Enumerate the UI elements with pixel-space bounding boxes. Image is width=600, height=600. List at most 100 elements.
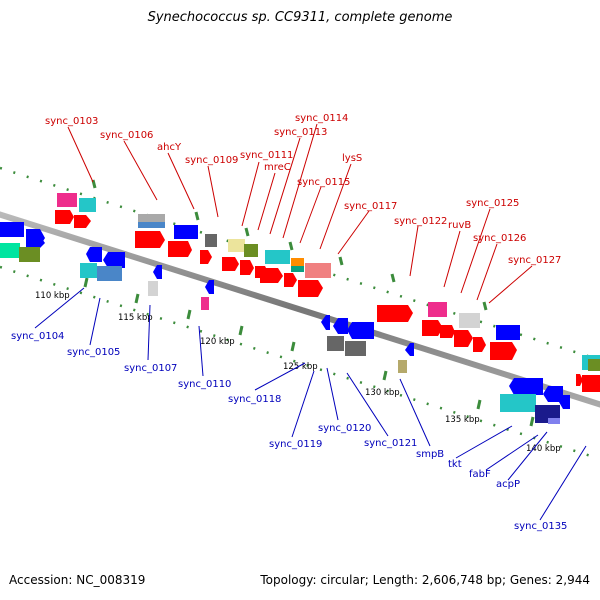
- label-ahcy: ahcY: [157, 142, 182, 153]
- forward-leaders: [67, 123, 533, 304]
- gene-box: [174, 225, 198, 239]
- gene-box: [345, 341, 366, 356]
- gene-box: [138, 222, 165, 228]
- reverse-leaders: [34, 287, 587, 521]
- scale-label-115: 115 kbp: [118, 313, 153, 323]
- gene-box: [57, 193, 77, 207]
- gene-arrow: [168, 241, 192, 257]
- gene-arrow: [86, 247, 102, 262]
- gene-arrow: [74, 215, 91, 228]
- label-sync-0103: sync_0103: [45, 116, 98, 127]
- gene-box: [97, 266, 122, 281]
- gene-arrow: [200, 250, 212, 264]
- forward-genes: [55, 193, 600, 392]
- gene-arrow: [26, 229, 45, 246]
- gene-arrow: [298, 280, 323, 297]
- gene-box: [548, 418, 560, 424]
- label-sync-0127: sync_0127: [508, 255, 561, 266]
- gene-arrow: [240, 260, 254, 275]
- label-sync-0120: sync_0120: [318, 423, 371, 434]
- scale-label-135: 135 kbp: [445, 415, 480, 425]
- label-sync-0106: sync_0106: [100, 130, 153, 141]
- gene-box: [588, 359, 600, 371]
- scale-ticks: [83, 179, 535, 427]
- label-tkt: tkt: [448, 459, 462, 470]
- gene-box: [327, 336, 344, 351]
- gene-box: [80, 263, 97, 278]
- gene-arrow: [284, 273, 297, 287]
- label-sync-0125: sync_0125: [466, 198, 519, 209]
- genome-backbone: [0, 211, 600, 408]
- gene-box: [428, 302, 447, 317]
- gene-arrow: [260, 268, 283, 283]
- scale-label-125: 125 kbp: [283, 362, 318, 372]
- label-sync-0114: sync_0114: [295, 113, 348, 124]
- label-acpp: acpP: [496, 479, 520, 490]
- gene-arrow: [582, 375, 600, 392]
- label-sync-0107: sync_0107: [124, 363, 177, 374]
- gene-box: [19, 247, 40, 262]
- gene-box: [201, 297, 209, 310]
- label-mrec: mreC: [264, 162, 291, 173]
- gene-box: [398, 360, 407, 373]
- label-lyss: lysS: [342, 153, 362, 164]
- label-sync-0115: sync_0115: [297, 177, 350, 188]
- gene-arrow: [153, 265, 162, 279]
- gene-box: [305, 263, 331, 278]
- gene-arrow: [333, 318, 348, 334]
- gene-arrow: [55, 210, 74, 224]
- gene-box: [79, 198, 96, 212]
- gene-arrow: [422, 320, 443, 336]
- label-sync-0104: sync_0104: [11, 331, 64, 342]
- label-sync-0122: sync_0122: [394, 216, 447, 227]
- gene-box: [500, 394, 536, 412]
- gene-arrow: [377, 305, 413, 322]
- label-sync-0111: sync_0111: [240, 150, 293, 161]
- gene-arrow: [347, 322, 374, 339]
- label-sync-0110: sync_0110: [178, 379, 231, 390]
- label-sync-0135: sync_0135: [514, 521, 567, 532]
- label-sync-0119: sync_0119: [269, 439, 322, 450]
- label-sync-0126: sync_0126: [473, 233, 526, 244]
- scale-label-140: 140 kbp: [526, 444, 561, 454]
- gene-arrow: [222, 257, 239, 271]
- gene-arrow: [454, 330, 473, 347]
- gene-box: [148, 281, 158, 296]
- label-ruvb: ruvB: [448, 220, 471, 231]
- gene-arrow: [321, 315, 330, 330]
- label-fabf: fabF: [469, 469, 491, 480]
- label-sync-0105: sync_0105: [67, 347, 120, 358]
- label-sync-0117: sync_0117: [344, 201, 397, 212]
- gene-arrow: [205, 280, 214, 294]
- gene-arrow: [543, 386, 563, 402]
- gene-arrow: [509, 378, 543, 395]
- gene-arrow: [405, 343, 414, 356]
- gene-arrow: [576, 374, 583, 386]
- topology-text: Topology: circular; Length: 2,606,748 bp…: [260, 573, 590, 587]
- gene-box: [228, 239, 245, 252]
- gene-arrow: [473, 337, 486, 352]
- gene-arrow: [103, 252, 125, 268]
- map-title: Synechococcus sp. CC9311, complete genom…: [147, 10, 453, 25]
- reverse-genes: [0, 222, 570, 424]
- gene-box: [291, 258, 304, 266]
- gene-box: [459, 313, 480, 328]
- label-sync-0113: sync_0113: [274, 127, 327, 138]
- label-sync-0118: sync_0118: [228, 394, 281, 405]
- label-smpb: smpB: [416, 449, 444, 460]
- gene-arrow: [440, 325, 455, 338]
- scale-label-120: 120 kbp: [200, 337, 235, 347]
- gene-box: [496, 325, 520, 340]
- scale-label-130: 130 kbp: [365, 388, 400, 398]
- gene-arrow: [559, 395, 570, 409]
- gene-box: [244, 244, 258, 257]
- gene-arrow: [135, 231, 165, 248]
- label-sync-0121: sync_0121: [364, 438, 417, 449]
- accession-text: Accession: NC_008319: [9, 573, 146, 587]
- scale-label-110: 110 kbp: [35, 291, 70, 301]
- label-sync-0109: sync_0109: [185, 155, 238, 166]
- gene-box: [291, 266, 304, 272]
- gene-box: [205, 234, 217, 247]
- gene-arrow: [490, 342, 517, 360]
